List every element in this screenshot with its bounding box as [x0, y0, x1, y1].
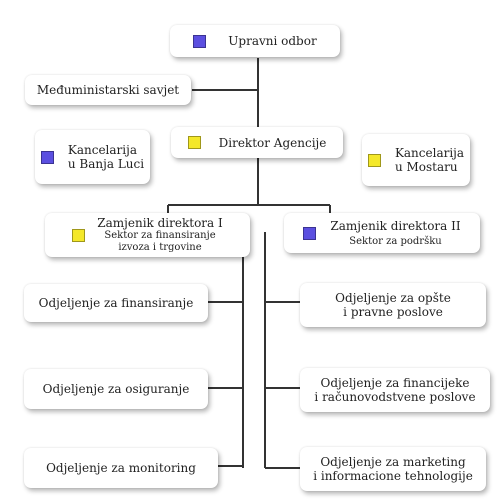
- blue-marker-icon: [303, 226, 317, 240]
- dept-marketing-line1: Odjeljenje za marketing: [320, 455, 466, 469]
- savjet-label: Međuministarski savjet: [36, 83, 180, 97]
- blue-marker-icon: [40, 150, 54, 164]
- dept-racunovodstvo-line2: i računovodstvene poslove: [314, 390, 476, 404]
- dept-opste-line1: Odjeljenje za opšte: [335, 291, 451, 305]
- banja-luka-line2: u Banja Luci: [67, 157, 145, 171]
- zamjenik-2-sub: Sektor za podršku: [349, 235, 442, 247]
- dept-osiguranje-label: Odjeljenje za osiguranje: [42, 382, 190, 396]
- zamjenik-1-box: Zamjenik direktora I Sektor za finansira…: [45, 213, 250, 257]
- yellow-marker-icon: [187, 136, 201, 149]
- zamjenik-1-sub2: izvoza i trgovine: [118, 242, 202, 253]
- dept-marketing-box: Odjeljenje za marketing i informacione t…: [300, 447, 486, 491]
- dept-marketing-line2: i informacione tehnologije: [313, 469, 473, 483]
- banja-luka-box: Kancelarija u Banja Luci: [35, 130, 150, 184]
- dept-finansiranje-box: Odjeljenje za finansiranje: [24, 284, 208, 322]
- blue-marker-icon: [193, 34, 207, 48]
- dept-monitoring-label: Odjeljenje za monitoring: [46, 461, 196, 475]
- zamjenik-2-title: Zamjenik direktora II: [330, 218, 461, 233]
- savjet-box: Međuministarski savjet: [25, 75, 191, 105]
- upravni-odbor-label: Upravni odbor: [228, 34, 317, 48]
- mostar-line1: Kancelarija: [394, 146, 465, 160]
- dept-osiguranje-box: Odjeljenje za osiguranje: [24, 369, 208, 409]
- dept-racunovodstvo-box: Odjeljenje za financijeke i računovodstv…: [300, 368, 490, 412]
- direktor-box: Direktor Agencije: [171, 127, 343, 158]
- dept-finansiranje-label: Odjeljenje za finansiranje: [38, 296, 194, 310]
- mostar-line2: u Mostaru: [394, 160, 458, 174]
- yellow-marker-icon: [72, 228, 86, 242]
- zamjenik-2-box: Zamjenik direktora II Sektor za podršku: [284, 213, 480, 253]
- zamjenik-1-sub1: Sektor za finansiranje: [104, 230, 216, 241]
- yellow-marker-icon: [367, 153, 381, 167]
- upravni-odbor-box: Upravni odbor: [170, 25, 340, 57]
- dept-monitoring-box: Odjeljenje za monitoring: [24, 448, 218, 488]
- banja-luka-line1: Kancelarija: [67, 143, 138, 157]
- dept-opste-line2: i pravne poslove: [343, 305, 443, 319]
- mostar-box: Kancelarija u Mostaru: [362, 134, 470, 186]
- dept-opste-box: Odjeljenje za opšte i pravne poslove: [300, 283, 486, 327]
- zamjenik-1-title: Zamjenik direktora I: [97, 216, 223, 230]
- direktor-label: Direktor Agencije: [218, 135, 327, 150]
- dept-racunovodstvo-line1: Odjeljenje za financijeke: [320, 376, 470, 390]
